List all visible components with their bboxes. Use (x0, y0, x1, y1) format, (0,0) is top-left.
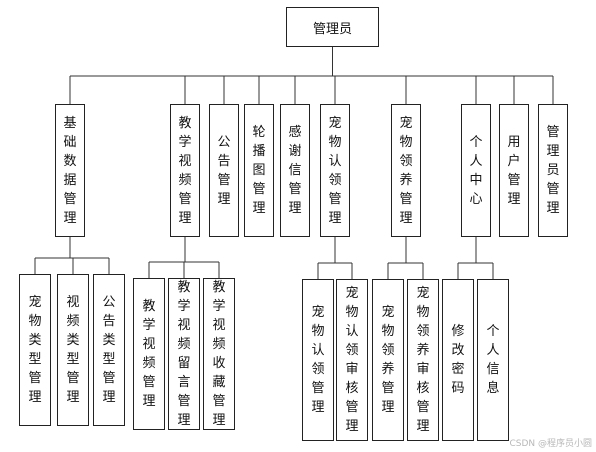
module-node-0: 基础数据管理 (55, 104, 85, 237)
child-node-7-0: 修改密码 (442, 279, 474, 441)
child-node-1-2: 教学视频收藏管理 (203, 278, 235, 430)
child-node-1-1-label: 教学视频留言管理 (177, 280, 191, 428)
child-node-6-0-label: 宠物领养管理 (381, 305, 395, 415)
child-node-5-0: 宠物认领管理 (302, 279, 334, 441)
child-node-0-2-label: 公告类型管理 (102, 295, 116, 405)
child-node-1-1: 教学视频留言管理 (168, 278, 200, 430)
module-node-2-label: 公告管理 (217, 134, 231, 207)
root-node: 管理员 (286, 7, 379, 47)
child-node-6-1-label: 宠物领养审核管理 (416, 286, 430, 434)
module-node-7: 个人中心 (461, 104, 491, 237)
module-node-3: 轮播图管理 (244, 104, 274, 237)
child-node-7-1-label: 个人信息 (486, 324, 500, 396)
module-node-6-label: 宠物领养管理 (399, 115, 413, 226)
child-node-5-1-label: 宠物认领审核管理 (345, 286, 359, 434)
module-node-5: 宠物认领管理 (320, 104, 350, 237)
child-node-6-0: 宠物领养管理 (372, 279, 404, 441)
module-node-3-label: 轮播图管理 (252, 125, 266, 216)
module-node-9-label: 管理员管理 (546, 125, 560, 216)
module-node-2: 公告管理 (209, 104, 239, 237)
child-node-7-1: 个人信息 (477, 279, 509, 441)
module-node-6: 宠物领养管理 (391, 104, 421, 237)
child-node-1-2-label: 教学视频收藏管理 (212, 280, 226, 428)
child-node-5-0-label: 宠物认领管理 (311, 305, 325, 415)
child-node-1-0-label: 教学视频管理 (142, 299, 156, 409)
watermark: CSDN @程序员小圆 (509, 439, 592, 449)
child-node-0-1: 视频类型管理 (57, 274, 89, 426)
child-node-6-1: 宠物领养审核管理 (407, 279, 439, 441)
module-node-8: 用户管理 (499, 104, 529, 237)
child-node-0-2: 公告类型管理 (93, 274, 125, 426)
module-node-1: 教学视频管理 (170, 104, 200, 237)
module-node-1-label: 教学视频管理 (178, 115, 192, 226)
child-node-5-1: 宠物认领审核管理 (336, 279, 368, 441)
module-node-0-label: 基础数据管理 (63, 115, 77, 226)
child-node-7-0-label: 修改密码 (451, 324, 465, 396)
module-node-5-label: 宠物认领管理 (328, 115, 342, 226)
module-node-4: 感谢信管理 (280, 104, 310, 237)
module-node-9: 管理员管理 (538, 104, 568, 237)
child-node-1-0: 教学视频管理 (133, 278, 165, 430)
child-node-0-1-label: 视频类型管理 (66, 295, 80, 405)
child-node-0-0-label: 宠物类型管理 (28, 295, 42, 405)
root-node-label: 管理员 (312, 21, 352, 37)
child-node-0-0: 宠物类型管理 (19, 274, 51, 426)
module-node-8-label: 用户管理 (507, 134, 521, 207)
module-node-4-label: 感谢信管理 (288, 125, 302, 216)
module-node-7-label: 个人中心 (469, 134, 483, 207)
